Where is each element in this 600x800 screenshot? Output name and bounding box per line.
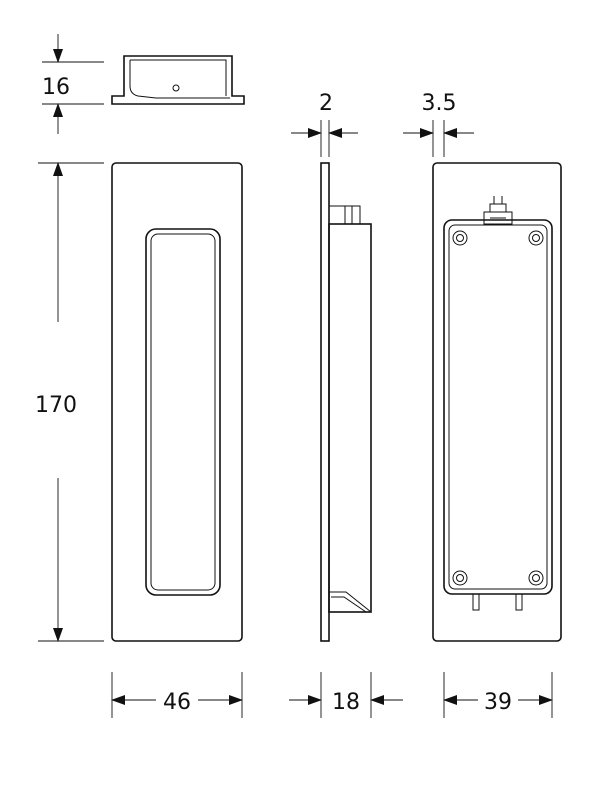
plate-thickness-dimension: 2 [291,91,358,157]
side-depth-label: 18 [332,690,360,715]
back-width-label: 39 [484,690,512,715]
height-label: 170 [35,393,77,418]
depth-dimension: 16 [42,34,104,134]
front-width-dimension: 46 [111,672,243,718]
side-depth-dimension: 18 [289,672,403,718]
front-width-label: 46 [163,690,191,715]
back-view [432,162,562,642]
edge-offset-label: 3.5 [422,91,457,116]
front-view [111,162,243,642]
depth-label: 16 [42,75,70,100]
height-dimension: 170 [35,162,104,642]
side-view [320,162,372,642]
plate-thickness-label: 2 [319,91,333,116]
back-width-dimension: 39 [443,672,553,718]
top-view [111,55,245,105]
edge-offset-dimension: 3.5 [403,91,474,157]
